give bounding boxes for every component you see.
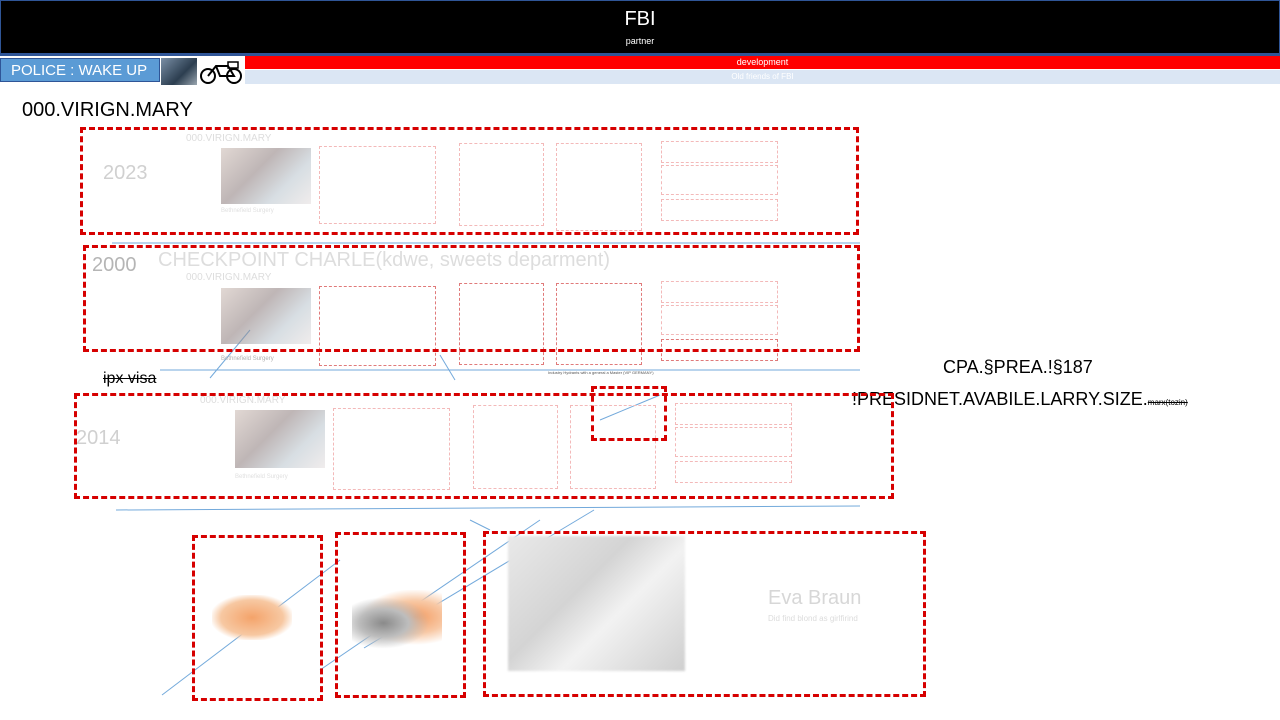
selection-box-small[interactable] xyxy=(591,386,667,441)
thumb-slot xyxy=(675,403,792,425)
thumb-slot xyxy=(459,143,544,226)
row-photo xyxy=(235,410,325,468)
thumb-slot xyxy=(319,146,436,224)
thumb-slot xyxy=(661,141,778,163)
eva-name: Eva Braun xyxy=(768,587,862,609)
year-label: 2023 xyxy=(103,162,148,184)
year-label: 2000 xyxy=(92,254,137,276)
row-photo xyxy=(221,148,311,204)
selection-box-2014[interactable] xyxy=(74,393,894,499)
thumb-slot xyxy=(333,408,450,490)
thumb-slot xyxy=(675,461,792,483)
selection-box-bottom-2[interactable] xyxy=(335,532,466,698)
thumb-slot xyxy=(661,305,778,335)
president-suffix: marx(tozin) xyxy=(1147,398,1188,407)
president-text: !PRESIDNET.AVABILE.LARRY.SIZE.marx(tozin… xyxy=(852,389,1188,410)
header-subtitle: partner xyxy=(625,36,655,46)
eva-subtitle: Did find blond as girlfirind xyxy=(768,614,858,623)
thumb-slot xyxy=(473,405,558,489)
thumb-slot xyxy=(661,199,778,221)
year-label: 2014 xyxy=(76,427,121,449)
development-subbar: Old friends of FBI xyxy=(245,70,1280,84)
row-caption: Bethnefield Surgery xyxy=(221,208,274,214)
thumb-slot xyxy=(661,281,778,303)
selection-box-bottom-3[interactable] xyxy=(483,531,926,697)
president-main: !PRESIDNET.AVABILE.LARRY.SIZE. xyxy=(852,389,1148,409)
orange-object-image xyxy=(212,595,292,640)
row-name: 000.VIRIGN.MARY xyxy=(186,133,272,144)
police-label[interactable]: POLICE : WAKE UP xyxy=(0,58,160,82)
selection-box-2023[interactable] xyxy=(80,127,859,235)
blurred-room-image xyxy=(508,536,685,671)
row-caption: Bethnefield Surgery xyxy=(221,356,274,362)
dark-object-image xyxy=(352,590,442,650)
thumb-slot xyxy=(556,143,642,231)
cpa-text: CPA.§PREA.!§187 xyxy=(943,357,1093,377)
header-divider xyxy=(0,54,1280,56)
bicycle-icon xyxy=(198,58,244,85)
header-title: FBI xyxy=(624,8,656,30)
selection-box-bottom-1[interactable] xyxy=(192,535,323,701)
thumb-slot xyxy=(675,427,792,457)
small-caption: Industry Hydrants with a general a Maste… xyxy=(548,370,654,375)
ipx-visa-label: ipx visa xyxy=(103,370,157,387)
development-bar: development xyxy=(245,56,1280,69)
selection-box-2000[interactable] xyxy=(83,245,860,352)
header-bar xyxy=(0,0,1280,54)
checkpoint-text: CHECKPOINT CHARLE(kdwe, sweets deparment… xyxy=(158,249,610,271)
row-photo xyxy=(221,288,311,344)
row-caption: Bethnefield Surgery xyxy=(235,474,288,480)
thumb-slot xyxy=(556,283,642,365)
police-photo-icon xyxy=(161,58,197,85)
row-name: 000.VIRIGN.MARY xyxy=(186,272,272,283)
thumb-slot xyxy=(319,286,436,366)
thumb-slot xyxy=(570,405,656,489)
thumb-slot xyxy=(661,165,778,195)
row-name: 000.VIRIGN.MARY xyxy=(200,395,286,406)
main-heading: 000.VIRIGN.MARY xyxy=(22,99,193,121)
thumb-slot xyxy=(459,283,544,365)
